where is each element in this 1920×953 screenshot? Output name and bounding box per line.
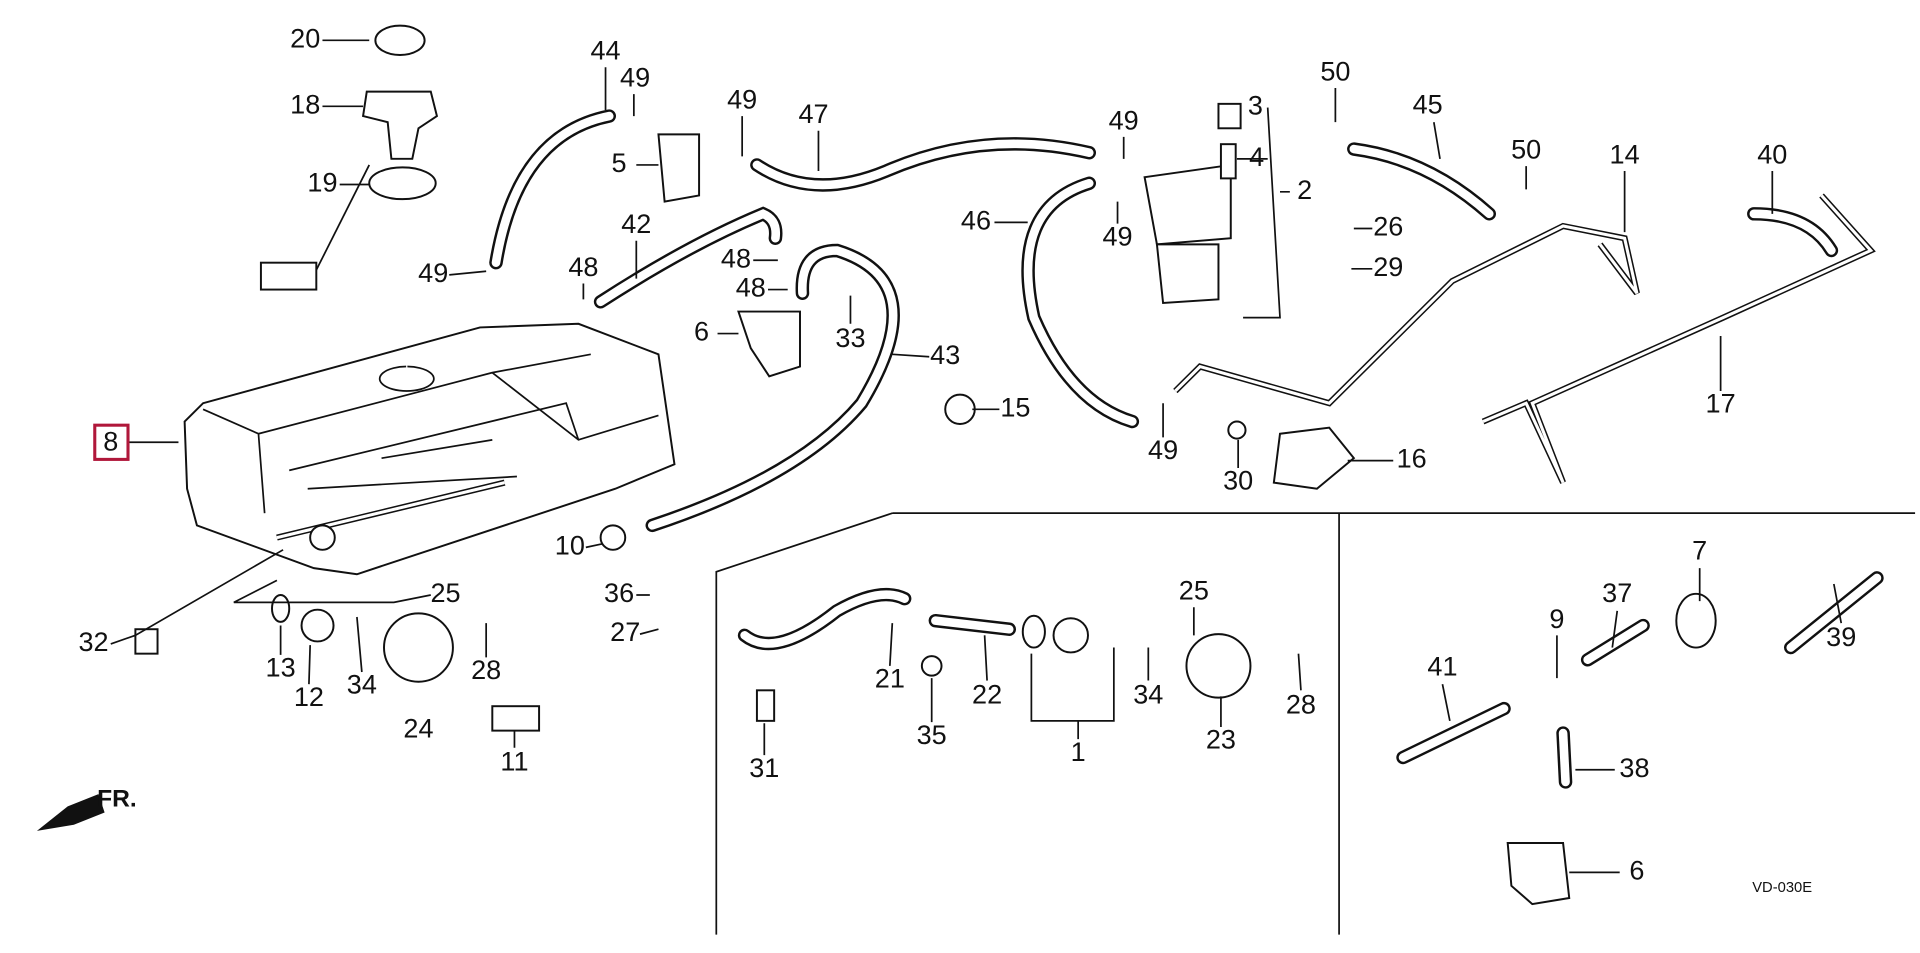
drawing-code: VD-030E [1752,880,1812,896]
callout-34[interactable]: 34 [347,670,377,700]
callout-24[interactable]: 24 [403,714,433,744]
callout-45[interactable]: 45 [1413,89,1443,119]
callout-25[interactable]: 25 [1179,576,1209,606]
callout-38[interactable]: 38 [1619,753,1649,783]
callout-5[interactable]: 5 [612,148,627,178]
callout-12[interactable]: 12 [294,682,324,712]
callout-18[interactable]: 18 [290,89,320,119]
leader-lines [93,39,1843,874]
fuel-tank[interactable] [183,322,676,576]
callout-26[interactable]: 26 [1373,212,1403,242]
callout-2[interactable]: 2 [1297,175,1312,205]
callout-19[interactable]: 19 [307,168,337,198]
callout-11[interactable]: 11 [500,747,528,777]
callout-10[interactable]: 10 [555,531,585,561]
callout-48[interactable]: 48 [736,273,766,303]
callout-35[interactable]: 35 [917,720,947,750]
callouts[interactable]: 20 18 19 49 44 49 5 49 47 42 48 48 48 6 … [78,24,1856,897]
callout-43[interactable]: 43 [930,340,960,370]
callout-15[interactable]: 15 [1000,392,1030,422]
callout-6[interactable]: 6 [694,317,709,347]
callout-49[interactable]: 49 [727,85,757,115]
callout-17[interactable]: 17 [1706,389,1736,419]
callout-48[interactable]: 48 [568,252,598,282]
callout-13[interactable]: 13 [266,653,296,683]
callout-23[interactable]: 23 [1206,725,1236,755]
callout-36[interactable]: 36 [604,578,634,608]
callout-48[interactable]: 48 [721,243,751,273]
front-arrow-icon [36,794,105,831]
highlight-box [93,423,130,461]
components [36,24,1717,906]
callout-4[interactable]: 4 [1249,142,1264,172]
callout-49[interactable]: 49 [1102,221,1132,251]
callout-9[interactable]: 9 [1549,604,1564,634]
callout-49[interactable]: 49 [1109,105,1139,135]
callout-50[interactable]: 50 [1320,56,1350,86]
callout-44[interactable]: 44 [590,36,620,66]
callout-16[interactable]: 16 [1397,444,1427,474]
pipes [313,164,1876,484]
front-direction-label: FR. [97,786,137,813]
callout-29[interactable]: 29 [1373,252,1403,282]
callout-20[interactable]: 20 [290,24,320,54]
callout-14[interactable]: 14 [1610,140,1640,170]
callout-39[interactable]: 39 [1826,622,1856,652]
callout-6[interactable]: 6 [1629,856,1644,886]
callout-28[interactable]: 28 [471,655,501,685]
callout-28[interactable]: 28 [1286,689,1316,719]
callout-33[interactable]: 33 [835,323,865,353]
callout-22[interactable]: 22 [972,680,1002,710]
callout-25[interactable]: 25 [430,578,460,608]
callout-30[interactable]: 30 [1223,466,1253,496]
callout-49[interactable]: 49 [620,63,650,93]
callout-37[interactable]: 37 [1602,578,1632,608]
callout-46[interactable]: 46 [961,206,991,236]
callout-7[interactable]: 7 [1692,535,1707,565]
callout-41[interactable]: 41 [1427,652,1457,682]
hoses [489,109,1884,789]
callout-49[interactable]: 49 [1148,435,1178,465]
callout-50[interactable]: 50 [1511,135,1541,165]
callout-32[interactable]: 32 [78,627,108,657]
callout-34[interactable]: 34 [1133,680,1163,710]
callout-27[interactable]: 27 [610,617,640,647]
callout-42[interactable]: 42 [621,209,651,239]
callout-31[interactable]: 31 [749,753,779,783]
callout-47[interactable]: 47 [798,99,828,129]
callout-8-highlighted[interactable]: 8 [103,427,118,457]
callout-3[interactable]: 3 [1248,91,1263,121]
section-dividers [715,512,1916,935]
callout-40[interactable]: 40 [1757,140,1787,170]
callout-21[interactable]: 21 [875,664,905,694]
callout-49[interactable]: 49 [418,258,448,288]
callout-1[interactable]: 1 [1071,737,1086,767]
